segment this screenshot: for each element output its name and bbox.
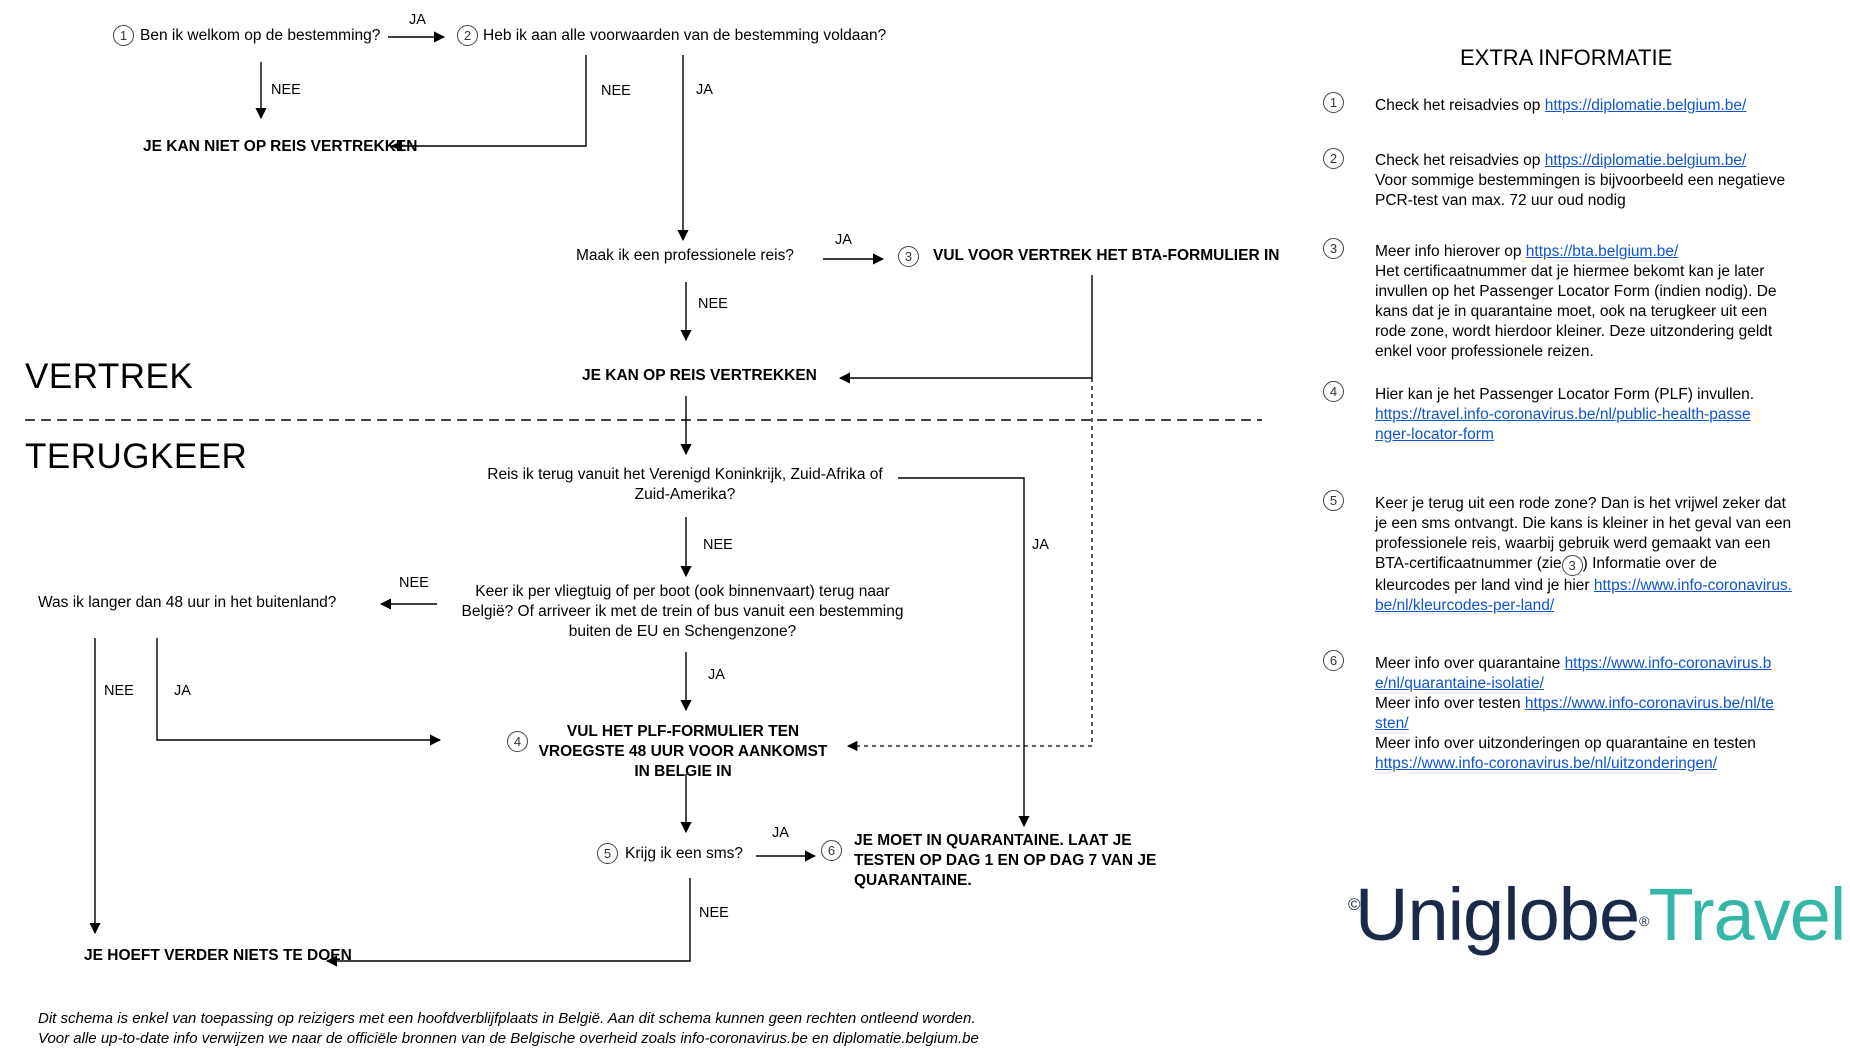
info-item-3: Meer info hierover op https://bta.belgiu… bbox=[1375, 242, 1795, 362]
label-ja: JA bbox=[409, 12, 426, 28]
info-6-quarantine-link[interactable]: https://www.info-coronavirus.be/nl/quara… bbox=[1375, 655, 1772, 692]
info-6-testing-link[interactable]: https://www.info-coronavirus.be/nl/teste… bbox=[1375, 695, 1774, 732]
logo-registered-mark: ® bbox=[1639, 913, 1649, 929]
action-plf-form: VUL HET PLF-FORMULIER TEN VROEGSTE 48 UU… bbox=[538, 723, 828, 780]
info-1-text: Check het reisadvies op bbox=[1375, 97, 1545, 114]
info-item-6: Meer info over quarantaine https://www.i… bbox=[1375, 654, 1775, 774]
logo-brand-travel: Travel bbox=[1648, 873, 1846, 956]
info-3-text: Meer info hierover op bbox=[1375, 243, 1526, 260]
label-nee: NEE bbox=[698, 296, 728, 312]
info-number-3: 3 bbox=[1323, 238, 1344, 259]
info-2-text: Check het reisadvies op bbox=[1375, 152, 1545, 169]
result-quarantine: JE MOET IN QUARANTAINE. LAAT JE TESTEN O… bbox=[854, 832, 1157, 889]
info-4-link[interactable]: https://travel.info-coronavirus.be/nl/pu… bbox=[1375, 406, 1751, 443]
arrow-q2-notravel bbox=[390, 55, 587, 152]
copyright-symbol: © bbox=[1348, 895, 1361, 914]
question-conditions: Heb ik aan alle voorwaarden van de beste… bbox=[483, 27, 887, 44]
info-title: EXTRA INFORMATIE bbox=[1460, 45, 1673, 70]
result-cannot-travel: JE KAN NIET OP REIS VERTREKKEN bbox=[143, 138, 418, 155]
disclaimer-line-1: Dit schema is enkel van toepassing op re… bbox=[38, 1010, 976, 1027]
label-nee: NEE bbox=[271, 82, 301, 98]
label-ja: JA bbox=[1032, 537, 1049, 553]
info-2-extra: Voor sommige bestemmingen is bijvoorbeel… bbox=[1375, 172, 1786, 209]
question-return-region: Reis ik terug vanuit het Verenigd Konink… bbox=[487, 466, 883, 503]
info-6-quarantine-text: Meer info over quarantaine bbox=[1375, 655, 1565, 672]
info-3-extra: Het certificaatnummer dat je hiermee bek… bbox=[1375, 263, 1777, 360]
question-sms: Krijg ik een sms? bbox=[625, 845, 744, 862]
label-nee: NEE bbox=[703, 537, 733, 553]
section-vertrek: VERTREK bbox=[25, 357, 194, 396]
step-number-6: 6 bbox=[821, 840, 842, 861]
info-6-exceptions-text: Meer info over uitzonderingen op quarant… bbox=[1375, 735, 1756, 752]
label-ja: JA bbox=[708, 667, 725, 683]
info-3-link[interactable]: https://bta.belgium.be/ bbox=[1525, 243, 1679, 260]
info-5-text: Keer je terug uit een rode zone? Dan is … bbox=[1375, 495, 1792, 572]
label-nee: NEE bbox=[601, 83, 631, 99]
arrow-q4-quarantine bbox=[898, 477, 1030, 828]
question-welcome: Ben ik welkom op de bestemming? bbox=[140, 27, 381, 44]
info-5-ref-number: 3 bbox=[1561, 555, 1583, 576]
dashed-bta-plf bbox=[846, 378, 1093, 752]
info-item-4: Hier kan je het Passenger Locator Form (… bbox=[1375, 385, 1755, 445]
logo-brand-uniglobe: Uniglobe bbox=[1355, 873, 1640, 956]
info-item-5: Keer je terug uit een rode zone? Dan is … bbox=[1375, 494, 1795, 616]
label-nee: NEE bbox=[104, 683, 134, 699]
question-48-hours: Was ik langer dan 48 uur in het buitenla… bbox=[38, 594, 337, 611]
info-5-link[interactable]: https://www.info-coronavirus.be/nl/kleur… bbox=[1375, 577, 1792, 614]
label-ja: JA bbox=[835, 232, 852, 248]
section-terugkeer: TERUGKEER bbox=[25, 437, 248, 476]
info-number-5: 5 bbox=[1323, 490, 1344, 511]
step-number-3: 3 bbox=[898, 246, 919, 267]
label-ja: JA bbox=[772, 825, 789, 841]
info-number-1: 1 bbox=[1323, 92, 1344, 113]
arrow-bta-cantravel bbox=[838, 275, 1093, 384]
step-number-4: 4 bbox=[507, 731, 528, 752]
label-nee: NEE bbox=[399, 575, 429, 591]
info-item-1: Check het reisadvies op https://diplomat… bbox=[1375, 96, 1795, 116]
step-number-2: 2 bbox=[457, 25, 478, 46]
info-1-link[interactable]: https://diplomatie.belgium.be/ bbox=[1544, 97, 1747, 114]
label-ja: JA bbox=[174, 683, 191, 699]
info-6-exceptions-link[interactable]: https://www.info-coronavirus.be/nl/uitzo… bbox=[1375, 755, 1718, 772]
arrow-q7-nothing bbox=[325, 878, 691, 967]
info-number-4: 4 bbox=[1323, 381, 1344, 402]
result-can-travel: JE KAN OP REIS VERTREKKEN bbox=[582, 367, 817, 384]
info-item-2: Check het reisadvies op https://diplomat… bbox=[1375, 151, 1795, 211]
question-professional: Maak ik een professionele reis? bbox=[576, 247, 794, 264]
label-nee: NEE bbox=[699, 905, 729, 921]
step-number-1: 1 bbox=[113, 25, 134, 46]
arrow-q6-plf bbox=[156, 638, 442, 746]
info-number-2: 2 bbox=[1323, 148, 1344, 169]
info-5-text2: ) Informatie over de kleurcodes per land… bbox=[1375, 555, 1718, 594]
result-nothing-to-do: JE HOEFT VERDER NIETS TE DOEN bbox=[84, 947, 352, 964]
question-transport: Keer ik per vliegtuig of per boot (ook b… bbox=[461, 583, 904, 640]
action-bta-form: VUL VOOR VERTREK HET BTA-FORMULIER IN bbox=[933, 247, 1280, 264]
info-2-link[interactable]: https://diplomatie.belgium.be/ bbox=[1544, 152, 1747, 169]
disclaimer-line-2: Voor alle up-to-date info verwijzen we n… bbox=[38, 1030, 979, 1047]
label-ja: JA bbox=[696, 82, 713, 98]
info-6-testing-text: Meer info over testen bbox=[1375, 695, 1525, 712]
info-number-6: 6 bbox=[1323, 650, 1344, 671]
info-4-text: Hier kan je het Passenger Locator Form (… bbox=[1375, 386, 1755, 403]
step-number-5: 5 bbox=[597, 843, 618, 864]
uniglobe-travel-logo: Uniglobe®Travel bbox=[1355, 873, 1846, 961]
